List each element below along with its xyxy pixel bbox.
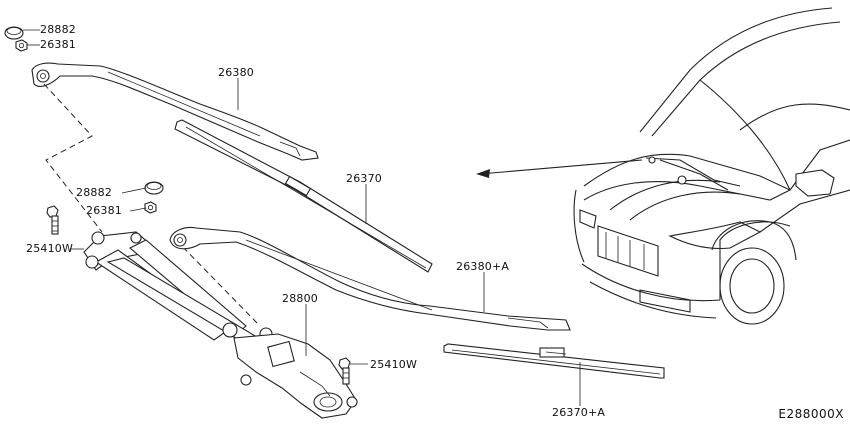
label-motor: 28800 [282,292,318,305]
wiper-blade-right [443,343,665,379]
label-bolt-right: 25410W [370,358,418,371]
label-cap-mid: 28882 [76,186,112,199]
label-arm-left: 26380 [218,66,254,79]
wiper-linkage-motor [83,231,358,419]
nut-top-part [15,39,40,52]
wiper-arm-right [169,226,571,331]
bolt-right-part [338,357,368,385]
leader-lines [70,78,581,406]
label-cap-top: 28882 [40,23,76,36]
label-nut-mid: 26381 [86,204,122,217]
cap-mid-part [144,181,164,195]
location-arrow [476,159,643,178]
bolt-left-part [46,205,59,235]
label-arm-right: 26380+A [456,260,510,273]
wiper-arm-left [31,62,319,161]
wiper-blade-left [174,119,433,273]
diagram-code: E288000X [778,407,844,421]
cap-top-part [4,26,40,40]
vehicle-illustration [573,7,850,325]
nut-mid-part [144,201,157,214]
label-blade-left: 26370 [346,172,382,185]
label-nut-top: 26381 [40,38,76,51]
label-bolt-left: 25410W [26,242,74,255]
label-blade-right: 26370+A [552,406,606,419]
